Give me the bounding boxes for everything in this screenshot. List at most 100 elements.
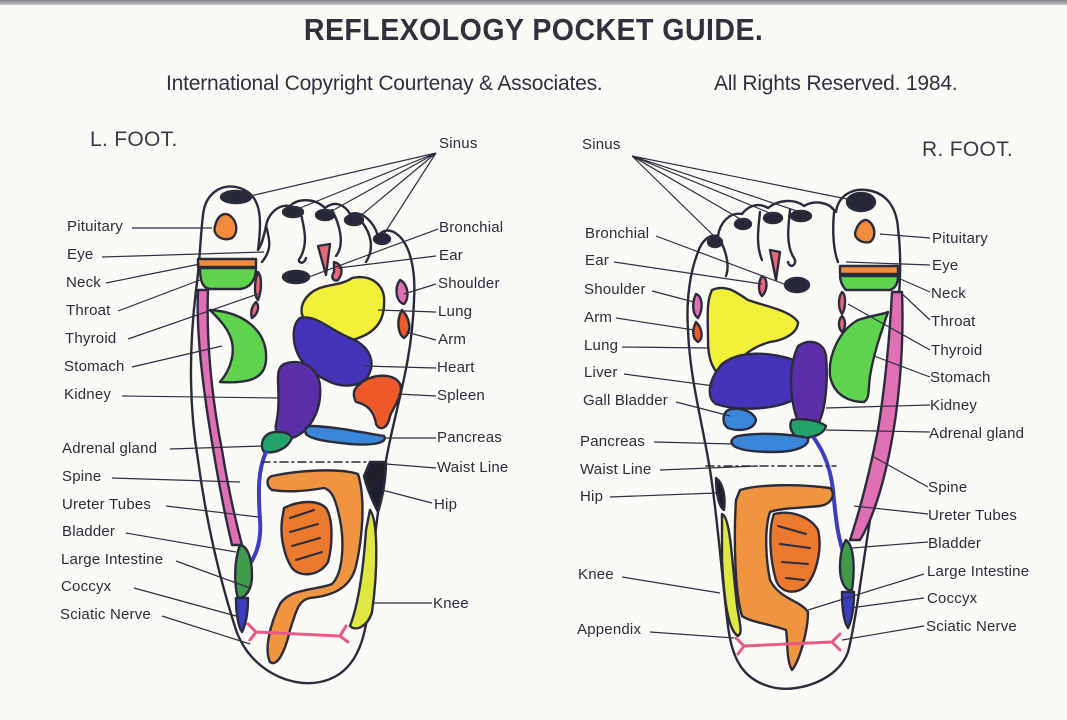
leader-line [385,463,437,469]
label-right-thyroid: Thyroid [931,342,983,359]
leader-line [609,492,717,498]
leader-line [403,283,437,295]
right-pancreas [730,432,810,454]
right-sinus-toe3 [762,211,784,225]
label-right-sinus: Sinus [582,136,621,153]
leader-line [175,560,251,589]
right-ureter [812,436,848,562]
label-left-neck: Neck [66,274,101,291]
leader-line [825,404,931,409]
leader-line [101,251,265,258]
left-sinus-toe5 [372,232,392,246]
right-sinus-toe4 [733,217,753,231]
leader-line [127,293,259,340]
leader-line [659,465,759,471]
right-sinus-toe5 [706,235,724,249]
leader-line [849,597,925,609]
label-left-coccyx: Coccyx [61,578,112,595]
label-right-gall-bladder: Gall Bladder [583,392,668,409]
right-sinus-toe2 [789,209,813,223]
right-eye-band [838,264,900,276]
label-left-large-intestine: Large Intestine [61,551,164,568]
leader-line [851,541,929,549]
leader-line [131,345,223,368]
label-left-adrenal: Adrenal gland [62,440,158,457]
right-small-intestine-fold [777,525,811,581]
left-sinus-toe3 [314,208,336,222]
label-right-neck: Neck [931,285,966,302]
leader-line [655,235,785,285]
label-left-heart: Heart [437,359,475,376]
label-left-ureter: Ureter Tubes [62,496,152,513]
leader-line [621,576,721,594]
label-right-ear: Ear [585,252,609,269]
left-spleen [352,374,403,430]
label-right-pituitary: Pituitary [932,230,988,247]
label-left-bronchial: Bronchial [439,219,504,236]
label-right-ureter: Ureter Tubes [928,507,1018,524]
copyright-notice: International Copyright Courtenay & Asso… [166,72,603,95]
left-sciatic-nerve [246,622,350,644]
leader-line [873,355,931,378]
leader-line [133,587,237,617]
label-left-eye: Eye [67,246,94,263]
label-left-pituitary: Pituitary [67,218,123,235]
label-left-kidney: Kidney [64,386,112,403]
left-bladder [234,543,254,600]
label-left-bladder: Bladder [62,523,116,540]
right-hip [714,476,726,512]
leader-line [631,155,853,239]
label-right-coccyx: Coccyx [927,590,978,607]
right-large-intestine [733,484,834,672]
leader-line [249,152,437,235]
right-ear-mark2 [757,274,768,298]
label-right-sciatic: Sciatic Nerve [926,618,1017,635]
label-left-spleen: Spleen [437,387,485,404]
label-left-hip: Hip [434,496,458,513]
left-pancreas [304,424,386,446]
right-toe-line [832,210,840,264]
label-right-eye: Eye [932,257,959,274]
right-neck-band [838,274,900,292]
leader-line [675,401,731,417]
leader-line [825,429,931,433]
leader-line [121,395,281,399]
leader-line [111,477,241,483]
label-right-kidney: Kidney [930,397,978,414]
leader-line [897,289,931,321]
label-right-liver: Liver [584,364,618,381]
left-throat [253,270,263,302]
left-small-intestine-fold [289,509,323,561]
right-small-intestine [769,511,821,593]
label-left-lung: Lung [438,303,473,320]
label-right-large-intestine: Large Intestine [927,563,1030,580]
left-sinus-toe2 [281,205,305,219]
label-left-pancreas: Pancreas [437,429,502,446]
left-eye-band [196,257,258,269]
left-thyroid [250,300,260,320]
leader-line [853,505,929,515]
left-sinus-big-toe [219,189,253,205]
label-right-spine: Spine [928,479,968,496]
left-bronchial-mark [281,269,311,285]
right-toe-line [786,208,797,268]
left-neck-band [198,266,258,291]
card-top-edge [0,0,1067,5]
right-bronchial-mark [783,276,811,294]
leader-line [621,346,709,349]
leader-line [879,233,931,239]
leader-line [305,228,439,279]
leader-line [169,445,263,450]
page-title: REFLEXOLOGY POCKET GUIDE. [303,12,764,47]
left-toe-line [260,224,271,264]
label-left-knee: Knee [433,595,469,612]
right-stomach [828,310,890,404]
right-shoulder [692,292,703,320]
right-adrenal [789,418,828,440]
leader-line [405,331,437,341]
label-right-knee: Knee [578,566,614,583]
right-sciatic-nerve [734,632,842,656]
label-left-waist: Waist Line [437,459,509,476]
leader-line [125,532,237,553]
